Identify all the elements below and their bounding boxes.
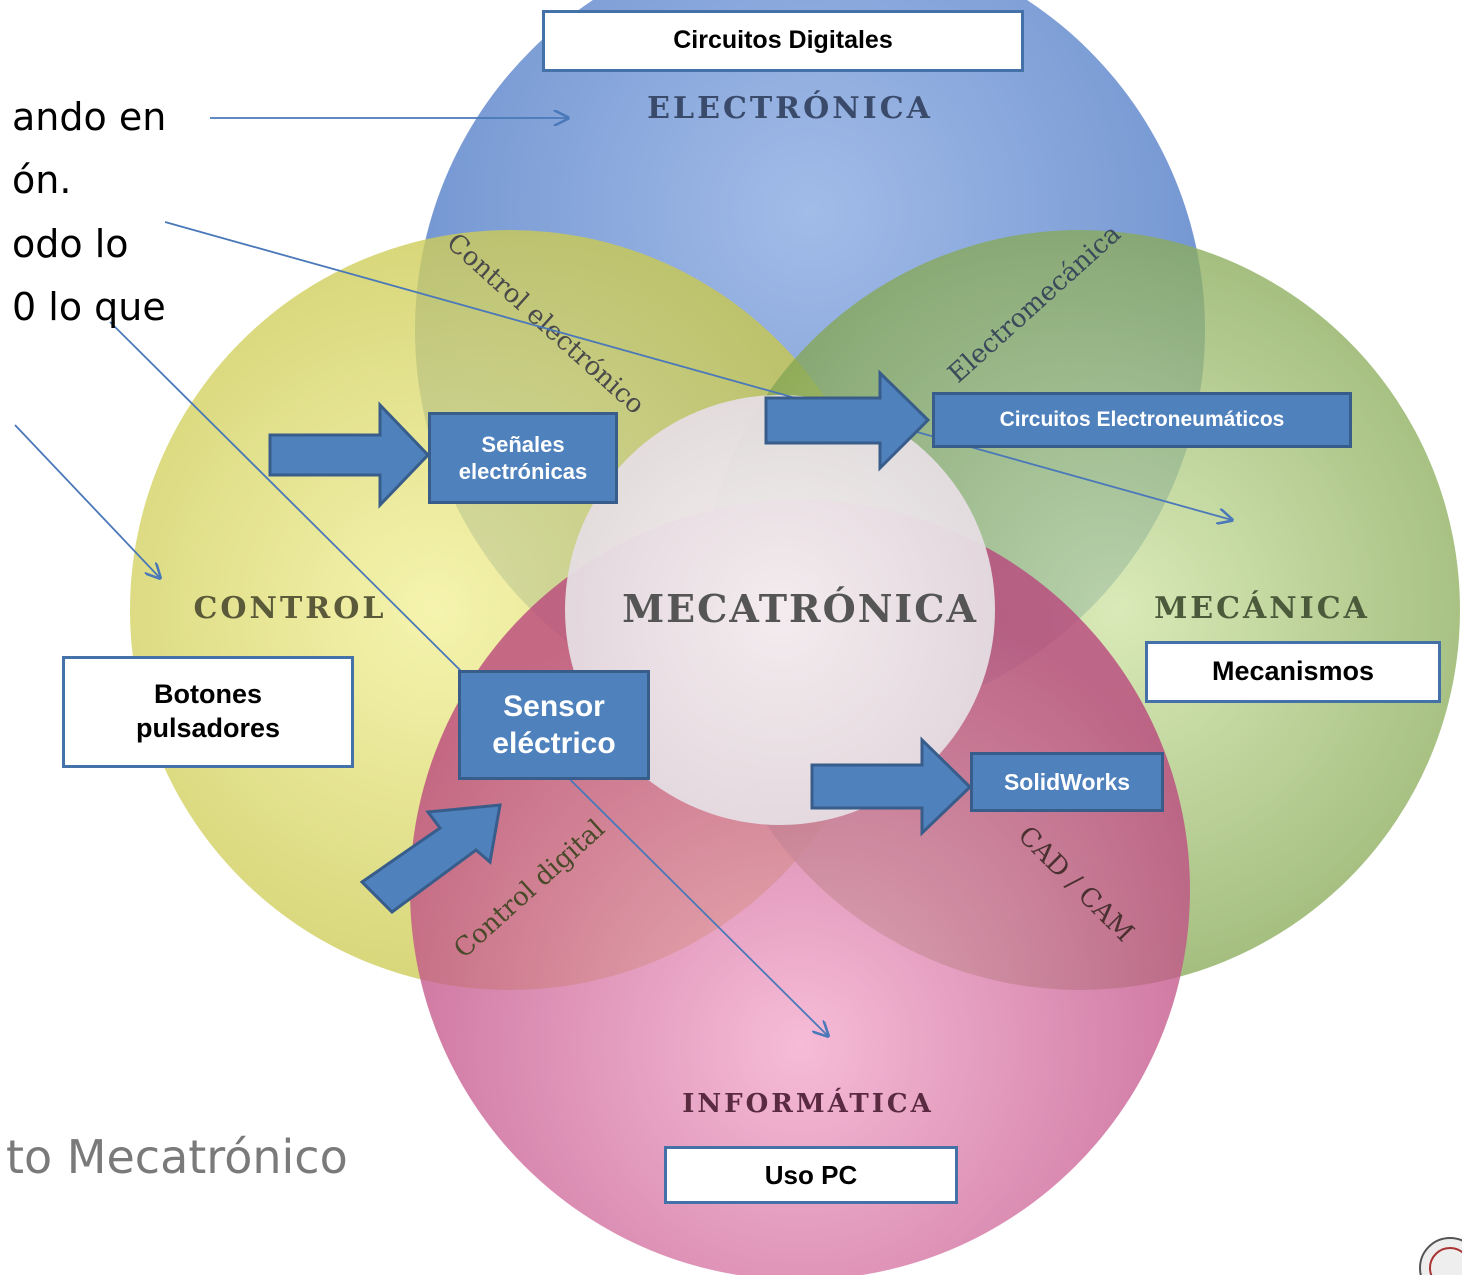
logo-inner-icon [1429,1247,1462,1275]
circle-mecatronica [565,395,995,825]
label-electronica: ELECTRÓNICA [647,90,933,126]
box-senales-electronicas: Señales electrónicas [428,412,618,504]
box-botones-label-1: Botones [154,679,262,710]
box-solidworks-label: SolidWorks [1003,768,1131,795]
label-informatica: INFORMÁTICA [682,1087,934,1119]
slide-text-line-4: 0 lo que [12,285,166,329]
slide-text-line-1: ando en [12,95,167,139]
box-mecanismos-label: Mecanismos [1211,656,1375,687]
slide-title: to Mecatrónico [6,1130,348,1184]
box-solidworks: SolidWorks [970,752,1164,812]
block-arrow-sensor [359,803,502,914]
box-senales-label-1: Señales [481,431,565,457]
box-mecanismos: Mecanismos [1145,641,1441,703]
box-botones-pulsadores: Botones pulsadores [62,656,354,768]
box-sensor-label-2: eléctrico [492,727,616,760]
box-uso-pc: Uso PC [664,1146,958,1204]
box-circuitos-digitales-label: Circuitos Digitales [673,26,893,55]
box-uso-pc-label: Uso PC [764,1159,858,1190]
box-circuitos-electroneumaticos: Circuitos Electroneumáticos [932,392,1352,448]
box-circuitos-digitales: Circuitos Digitales [542,10,1024,72]
connector-line-mecanica [164,221,1232,520]
connector-line-control [14,424,160,578]
slide-text-line-3: odo lo [12,222,129,266]
label-mecatronica: MECATRÓNICA [622,586,978,631]
box-sensor-label-1: Sensor [503,689,605,723]
box-senales-label-2: electrónicas [458,459,588,484]
logo-icon [1419,1237,1462,1275]
label-control: CONTROL [194,591,387,626]
block-arrow-solidworks [810,736,973,837]
box-botones-label-2: pulsadores [135,713,281,743]
box-circuitos-electroneumaticos-label: Circuitos Electroneumáticos [999,407,1285,431]
block-arrow-senales [268,401,431,509]
block-arrow-electroneumaticos [764,369,931,472]
slide-text-line-2: ón. [12,158,72,202]
label-mecanica: MECÁNICA [1154,590,1370,626]
box-sensor-electrico: Sensor eléctrico [458,670,650,780]
